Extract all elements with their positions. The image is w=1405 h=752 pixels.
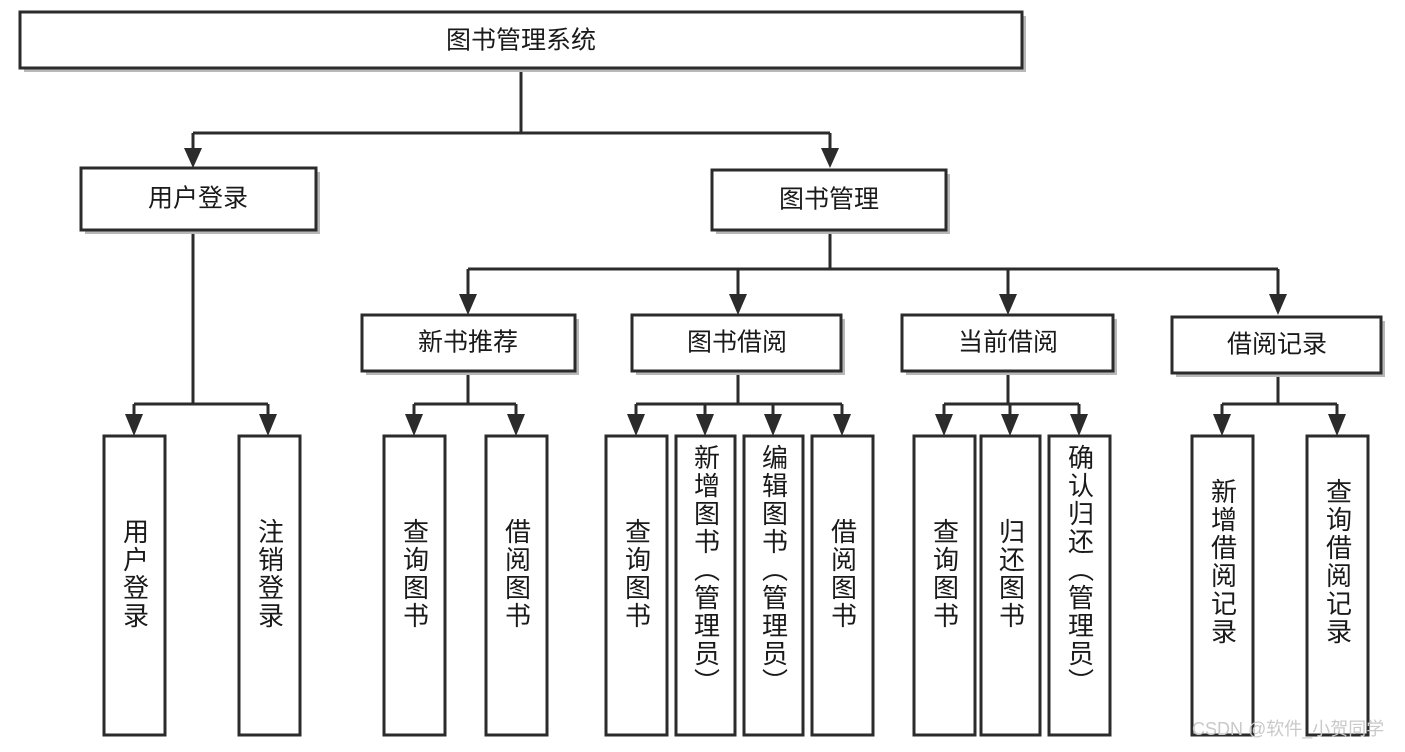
leaf-query-book-1-label: 查询图书 bbox=[399, 518, 430, 630]
leaf-add-record-label: 新增借阅记录 bbox=[1207, 478, 1238, 646]
leaf-query-book-3-label: 查询图书 bbox=[929, 518, 960, 630]
leaf-borrow-book-2-box[interactable] bbox=[810, 434, 875, 737]
arrowhead-book-borrow bbox=[729, 294, 747, 315]
node-user-login[interactable]: 用户登录 bbox=[79, 166, 320, 234]
leaf-query-book-2[interactable]: 查询图书 bbox=[606, 436, 667, 735]
arrowhead-new-book-rec bbox=[459, 294, 477, 315]
leaf-return-book[interactable]: 归还图书 bbox=[981, 436, 1040, 735]
node-current-borrow-box bbox=[900, 313, 1115, 373]
leaf-borrow-book-2-label: 借阅图书 bbox=[827, 518, 858, 630]
arrowhead-leaf-borrow-book-1 bbox=[507, 414, 525, 436]
leaf-borrow-book-1-box[interactable] bbox=[484, 434, 549, 737]
node-current-borrow[interactable]: 当前借阅 bbox=[900, 313, 1117, 375]
leaf-edit-book-label: 编辑图书（管理员） bbox=[758, 444, 789, 696]
arrowhead-leaf-logout bbox=[259, 414, 277, 436]
leaf-user-login[interactable]: 用户登录 bbox=[104, 436, 165, 735]
node-user-login-label: 用户登录 bbox=[148, 185, 248, 213]
node-new-book-rec-box bbox=[360, 313, 577, 373]
leaf-add-book-label: 新增图书（管理员） bbox=[690, 444, 721, 696]
arrowhead-book-manage bbox=[821, 148, 839, 168]
arrowhead-leaf-borrow-book-2 bbox=[833, 414, 851, 436]
leaf-add-record[interactable]: 新增借阅记录 bbox=[1192, 436, 1253, 735]
node-root[interactable]: 图书管理系统 bbox=[18, 10, 1026, 72]
edges-layer bbox=[125, 68, 1346, 436]
node-book-manage-label: 图书管理 bbox=[779, 186, 879, 214]
leaf-query-record-label: 查询借阅记录 bbox=[1322, 478, 1353, 646]
node-book-manage[interactable]: 图书管理 bbox=[710, 168, 950, 234]
node-book-borrow-box bbox=[630, 313, 843, 373]
arrowhead-current-borrow bbox=[999, 294, 1017, 315]
arrowhead-leaf-return-book bbox=[1001, 414, 1019, 436]
leaf-return-book-box[interactable] bbox=[979, 434, 1042, 737]
node-new-book-rec[interactable]: 新书推荐 bbox=[360, 313, 579, 375]
leaf-add-record-box[interactable] bbox=[1190, 434, 1255, 737]
arrowhead-leaf-query-book-2 bbox=[627, 414, 645, 436]
node-borrow-record-box bbox=[1170, 315, 1383, 375]
leaf-logout[interactable]: 注销登录 bbox=[239, 436, 300, 735]
leaf-query-book-3[interactable]: 查询图书 bbox=[914, 436, 975, 735]
leaf-edit-book[interactable]: 编辑图书（管理员） bbox=[744, 436, 803, 735]
arrowhead-leaf-add-record bbox=[1213, 414, 1231, 436]
leaf-query-book-1-box[interactable] bbox=[382, 434, 447, 737]
leaf-boxes-layer bbox=[102, 434, 1370, 737]
node-borrow-record-label: 借阅记录 bbox=[1227, 331, 1327, 359]
node-borrow-record[interactable]: 借阅记录 bbox=[1170, 315, 1385, 377]
leaf-query-record[interactable]: 查询借阅记录 bbox=[1307, 436, 1368, 735]
arrowhead-leaf-query-record bbox=[1328, 414, 1346, 436]
leaf-logout-label: 注销登录 bbox=[254, 518, 285, 630]
node-current-borrow-label: 当前借阅 bbox=[958, 329, 1058, 357]
leaf-add-book[interactable]: 新增图书（管理员） bbox=[676, 436, 735, 735]
leaf-confirm-return-box[interactable] bbox=[1047, 434, 1112, 737]
leaf-add-book-box[interactable] bbox=[674, 434, 737, 737]
arrowhead-user-login bbox=[184, 148, 202, 168]
leaf-return-book-label: 归还图书 bbox=[995, 518, 1026, 630]
node-user-login-box bbox=[79, 166, 318, 232]
leaf-user-login-box[interactable] bbox=[102, 434, 167, 737]
leaf-query-record-box[interactable] bbox=[1305, 434, 1370, 737]
node-book-borrow[interactable]: 图书借阅 bbox=[630, 313, 845, 375]
leaf-confirm-return-label: 确认归还（管理员） bbox=[1064, 444, 1095, 696]
arrowhead-leaf-edit-book bbox=[764, 414, 782, 436]
leaf-query-book-2-label: 查询图书 bbox=[621, 518, 652, 630]
node-root-box bbox=[18, 10, 1024, 70]
node-book-borrow-label: 图书借阅 bbox=[687, 329, 787, 357]
arrowhead-leaf-query-book-1 bbox=[405, 414, 423, 436]
arrowhead-borrow-record bbox=[1269, 294, 1287, 315]
leaf-confirm-return[interactable]: 确认归还（管理员） bbox=[1049, 436, 1110, 735]
leaf-query-book-3-box[interactable] bbox=[912, 434, 977, 737]
leaf-logout-box[interactable] bbox=[237, 434, 302, 737]
leaf-user-login-label: 用户登录 bbox=[119, 518, 150, 630]
arrowhead-leaf-query-book-3 bbox=[935, 414, 953, 436]
arrowhead-leaf-user-login bbox=[125, 414, 143, 436]
leaf-borrow-book-1[interactable]: 借阅图书 bbox=[486, 436, 547, 735]
node-book-manage-box bbox=[710, 168, 948, 232]
leaf-borrow-book-1-label: 借阅图书 bbox=[501, 518, 532, 630]
node-root-label: 图书管理系统 bbox=[446, 27, 596, 55]
leaf-borrow-book-2[interactable]: 借阅图书 bbox=[812, 436, 873, 735]
leaf-edit-book-box[interactable] bbox=[742, 434, 805, 737]
arrowhead-leaf-add-book bbox=[696, 414, 714, 436]
leaf-query-book-1[interactable]: 查询图书 bbox=[384, 436, 445, 735]
arrowhead-leaf-confirm-return bbox=[1070, 414, 1088, 436]
leaf-query-book-2-box[interactable] bbox=[604, 434, 669, 737]
node-new-book-rec-label: 新书推荐 bbox=[418, 329, 518, 357]
